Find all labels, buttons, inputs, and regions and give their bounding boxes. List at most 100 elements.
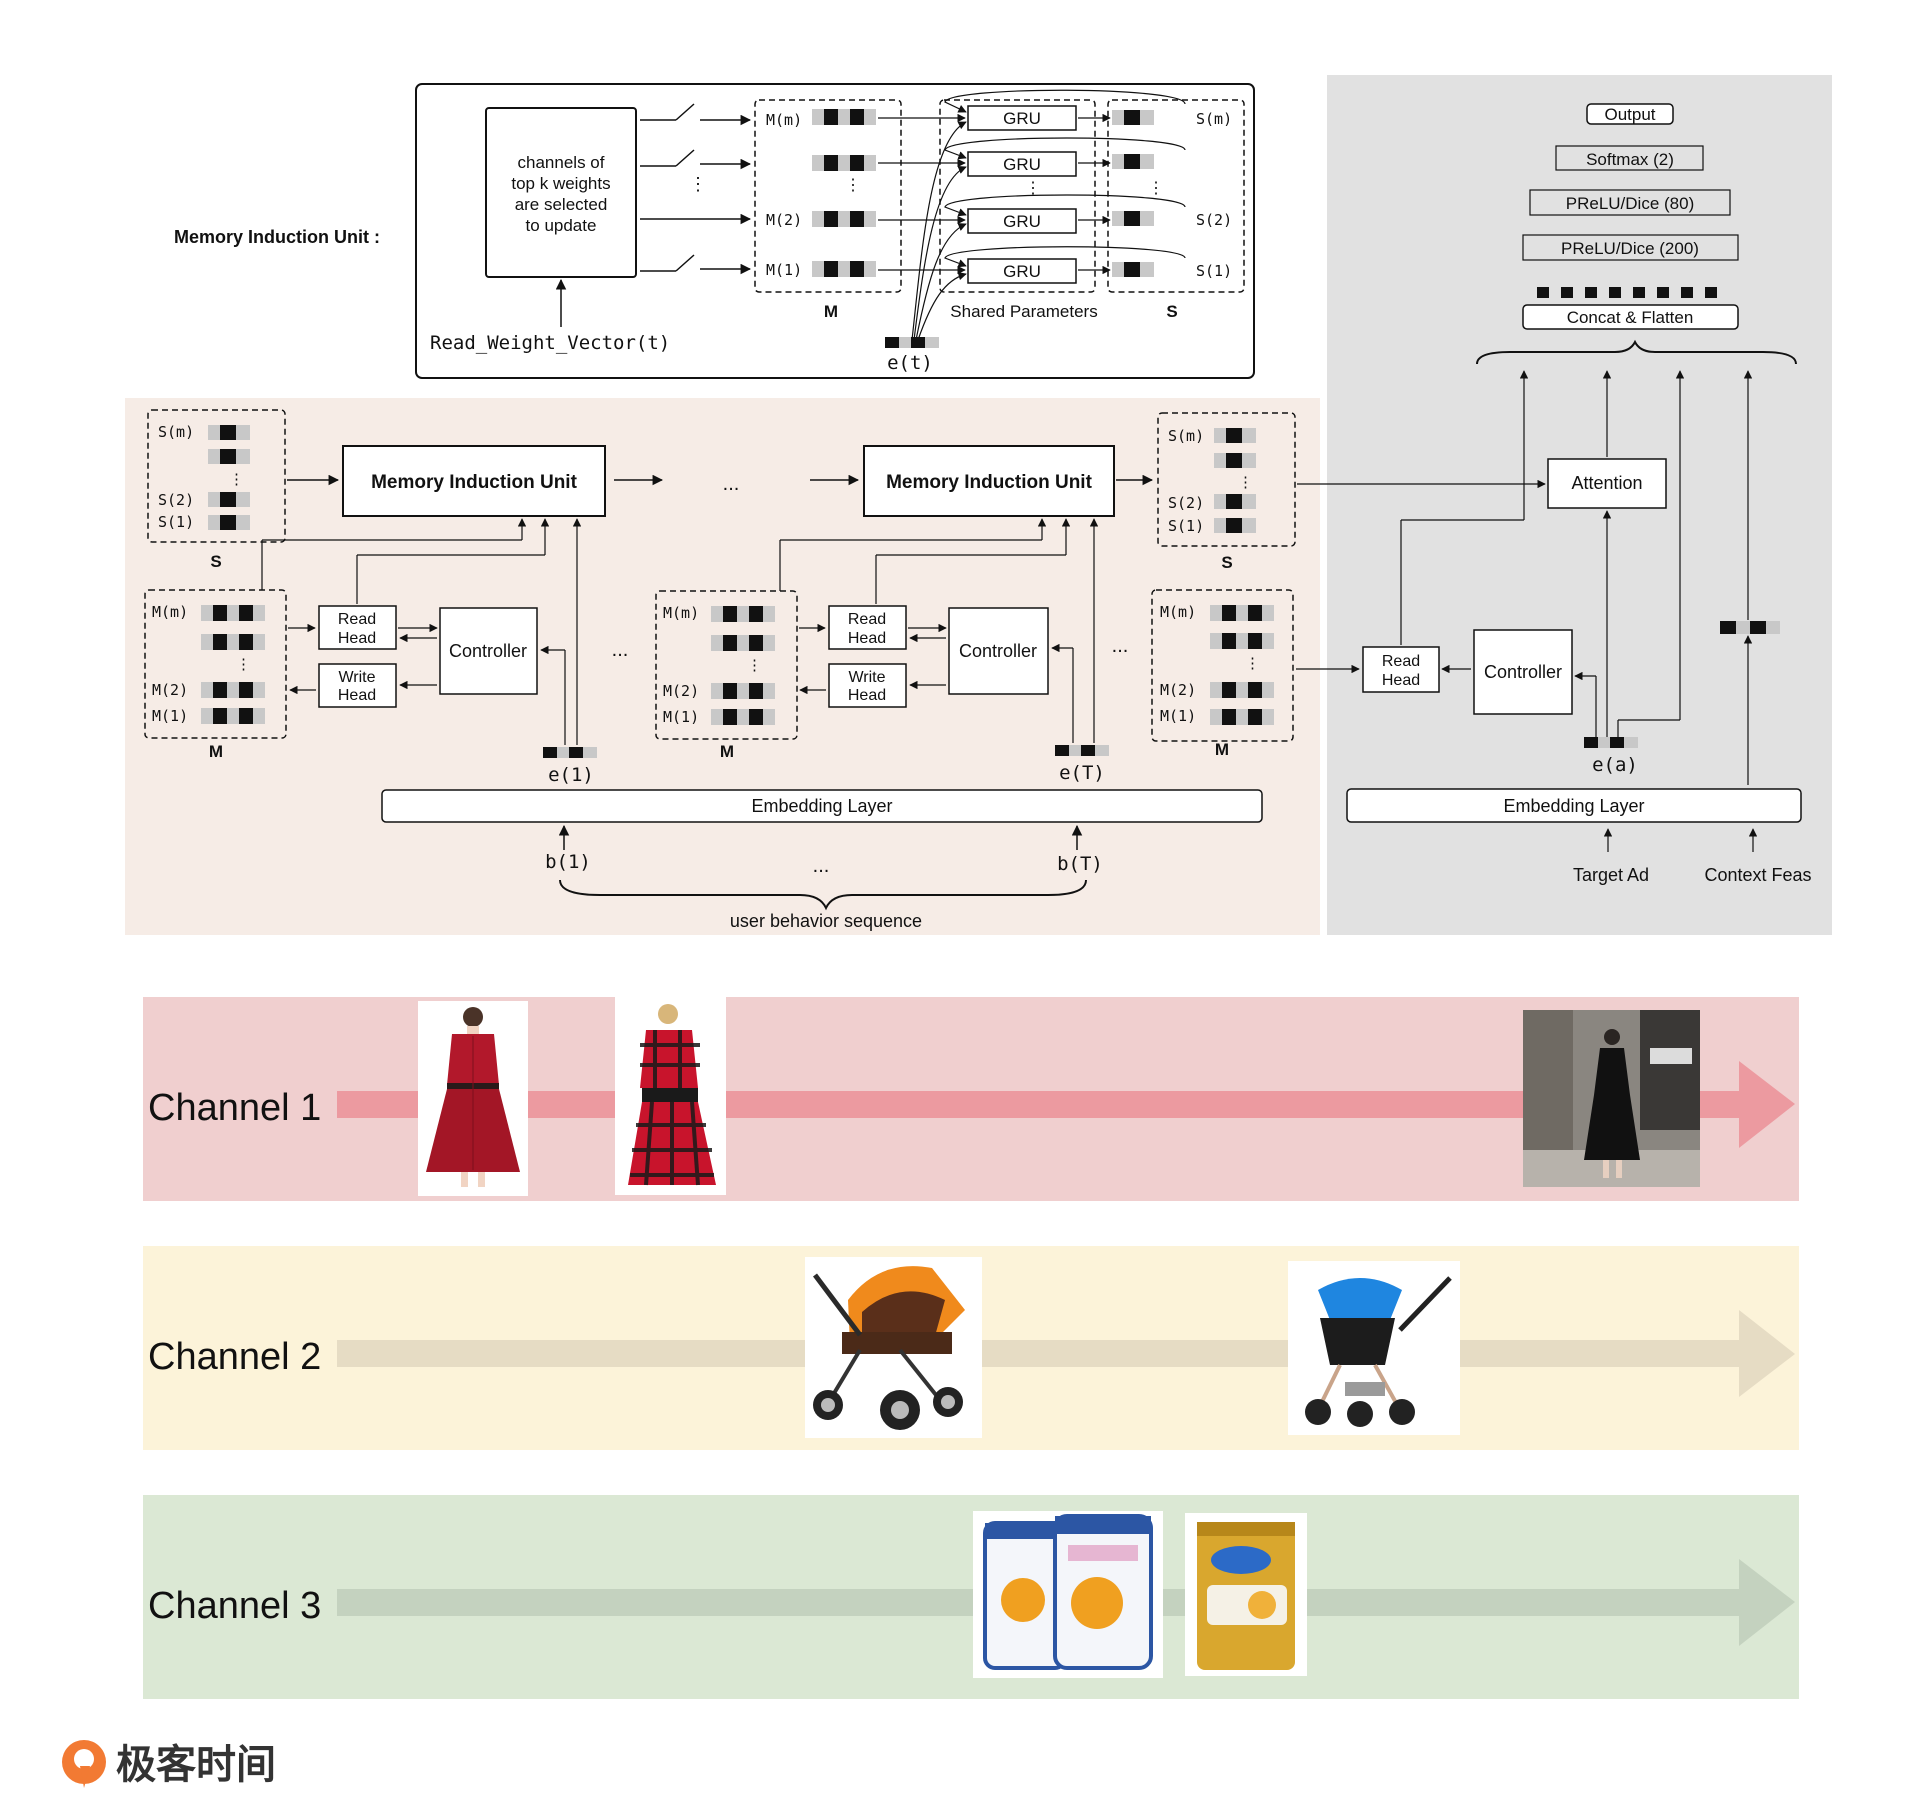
channel-3-arrow-head xyxy=(1739,1559,1795,1646)
s-caption-left: S xyxy=(210,552,221,571)
svg-text:⋮: ⋮ xyxy=(747,657,762,674)
selector-line-4: to update xyxy=(526,216,597,235)
read-head-label: Head xyxy=(848,630,886,647)
controller-b1 xyxy=(439,607,538,695)
gru-cells: GRU GRU GRU GRU xyxy=(967,105,1077,284)
miu-box-2 xyxy=(863,445,1115,517)
state-row-1-left: S(1) xyxy=(158,513,194,531)
miu-mem-row-m: M(m) xyxy=(766,111,802,129)
mem-row-2-b3: M(2) xyxy=(1160,681,1196,699)
gru-label: GRU xyxy=(1003,155,1041,174)
svg-text:⋮: ⋮ xyxy=(229,471,244,488)
stroller-image xyxy=(1288,1261,1460,1435)
attention-box xyxy=(1547,458,1667,509)
state-row-2-right: S(2) xyxy=(1168,494,1204,512)
behavior-ellipsis: ... xyxy=(813,855,830,877)
prelu200-label: PReLU/Dice (200) xyxy=(1561,239,1699,258)
controller-b1-label: Controller xyxy=(449,641,527,661)
miu-mem-row-1: M(1) xyxy=(766,261,802,279)
read-head-label: Head xyxy=(1382,672,1420,689)
svg-text:⋮: ⋮ xyxy=(845,177,861,194)
write-head-label: Write xyxy=(848,669,885,686)
input-e1: e(1) xyxy=(548,764,594,786)
ellipsis-top: ... xyxy=(723,473,740,495)
context-vector xyxy=(1720,621,1780,634)
channel-selector-box xyxy=(485,107,637,278)
target-ad-label: Target Ad xyxy=(1573,865,1649,885)
miu-mem-row-2: M(2) xyxy=(766,211,802,229)
miu-state-row-2: S(2) xyxy=(1196,211,1232,229)
red-dress-image xyxy=(418,1001,528,1196)
channel-2-label: Channel 2 xyxy=(148,1336,321,1378)
controller-right xyxy=(1473,629,1573,715)
mem-row-1-b1: M(1) xyxy=(152,707,188,725)
concat-flatten-label: Concat & Flatten xyxy=(1567,308,1694,327)
state-row-m-right: S(m) xyxy=(1168,427,1204,445)
pram-image xyxy=(805,1257,982,1438)
write-head-label: Head xyxy=(338,687,376,704)
embedding-layer-right xyxy=(1346,788,1802,823)
m-caption-b3: M xyxy=(1215,740,1229,759)
miu-detail-label: Memory Induction Unit : xyxy=(174,227,380,247)
read-head-label: Head xyxy=(338,630,376,647)
read-head-label: Read xyxy=(338,611,376,628)
svg-text:⋮: ⋮ xyxy=(1245,655,1260,672)
behavior-bT: b(T) xyxy=(1057,853,1103,875)
prelu200-box xyxy=(1522,234,1739,261)
mem-row-1-b2: M(1) xyxy=(663,708,699,726)
gru-label: GRU xyxy=(1003,212,1041,231)
formula-cans-image xyxy=(973,1511,1163,1678)
plaid-dress-image xyxy=(615,997,726,1195)
gru-label: GRU xyxy=(1003,262,1041,281)
black-dress-photo xyxy=(1523,1010,1700,1187)
channel-3-label: Channel 3 xyxy=(148,1585,321,1627)
mem-row-1-b3: M(1) xyxy=(1160,707,1196,725)
miu-s-caption: S xyxy=(1166,302,1177,321)
miu-state-row-1: S(1) xyxy=(1196,262,1232,280)
mem-row-2-b1: M(2) xyxy=(152,681,188,699)
read-head-b2 xyxy=(828,605,907,650)
gru-label: GRU xyxy=(1003,109,1041,128)
svg-text:⋮: ⋮ xyxy=(1238,474,1253,491)
svg-text:⋮: ⋮ xyxy=(689,174,707,194)
ellipsis-block-1: ... xyxy=(612,639,629,661)
miu-m-caption: M xyxy=(824,302,838,321)
gru-cell-2 xyxy=(967,208,1077,234)
ellipsis-block-2: ... xyxy=(1112,635,1129,657)
svg-text:⋮: ⋮ xyxy=(1025,180,1041,197)
write-head-b2 xyxy=(828,663,907,708)
geektime-logo-text: 极客时间 xyxy=(116,1742,276,1788)
state-row-2-left: S(2) xyxy=(158,491,194,509)
concat-vector xyxy=(1537,287,1717,298)
write-head-b1 xyxy=(318,663,397,708)
embedding-layer-right-label: Embedding Layer xyxy=(1503,796,1644,816)
miu-box-1-label: Memory Induction Unit xyxy=(371,472,578,493)
channel-2-arrow-shaft xyxy=(337,1340,1739,1367)
gru-cell-1 xyxy=(967,258,1077,284)
read-weight-vector-label: Read_Weight_Vector(t) xyxy=(430,332,670,354)
prelu80-box xyxy=(1529,189,1731,216)
write-head-label: Write xyxy=(338,669,375,686)
controller-b2 xyxy=(948,607,1049,695)
prediction-stack: Output Softmax (2) PReLU/Dice (80) PReLU… xyxy=(1296,103,1812,885)
s-caption-right: S xyxy=(1221,553,1232,572)
mem-row-m-b3: M(m) xyxy=(1160,603,1196,621)
mem-row-2-b2: M(2) xyxy=(663,682,699,700)
channel-1-label: Channel 1 xyxy=(148,1087,321,1129)
miu-box-2-label: Memory Induction Unit xyxy=(886,472,1093,493)
concat-flatten-box xyxy=(1522,304,1739,330)
m-caption-b1: M xyxy=(209,742,223,761)
miu-state-row-m: S(m) xyxy=(1196,110,1232,128)
mem-row-m-b1: M(m) xyxy=(152,603,188,621)
write-head-label: Head xyxy=(848,687,886,704)
state-row-1-right: S(1) xyxy=(1168,517,1204,535)
mem-row-m-b2: M(m) xyxy=(663,604,699,622)
state-row-m-left: S(m) xyxy=(158,423,194,441)
read-head-label: Read xyxy=(1382,653,1420,670)
target-embedding-ea: e(a) xyxy=(1592,754,1638,776)
miu-input-et: e(t) xyxy=(887,352,933,374)
channel-2-arrow-head xyxy=(1739,1310,1795,1397)
user-behavior-sequence-label: user behavior sequence xyxy=(730,911,922,931)
prelu80-label: PReLU/Dice (80) xyxy=(1566,194,1695,213)
